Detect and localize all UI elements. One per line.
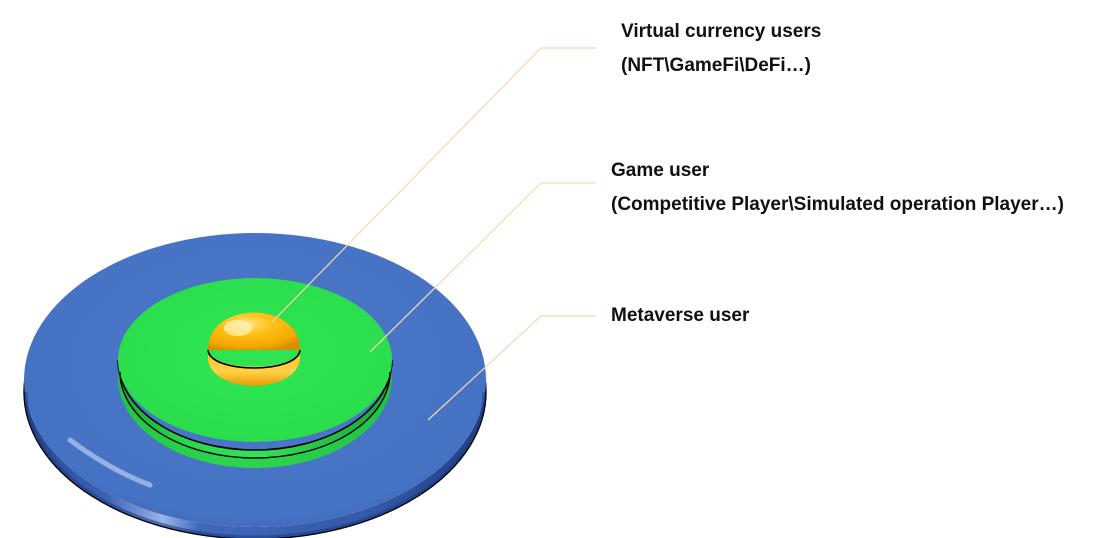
game-disc-side	[118, 360, 392, 468]
virtual-currency-users-label: Virtual currency users (NFT\GameFi\DeFi……	[621, 15, 821, 83]
virtual-currency-users-examples: (NFT\GameFi\DeFi…)	[621, 55, 812, 76]
game-leader-line	[369, 182, 596, 353]
game-user-title: Game user	[611, 160, 710, 181]
game-disc-top	[118, 278, 392, 442]
game-user-examples: (Competitive Player\Simulated operation …	[611, 194, 1064, 215]
metaverse-user-label: Metaverse user	[611, 299, 749, 333]
metaverse-disc-rim-highlight	[67, 437, 153, 488]
virtual-leader-line	[271, 47, 596, 323]
leader-lines	[271, 47, 596, 421]
virtual-dome-highlight	[224, 320, 252, 336]
metaverse-leader-line	[427, 315, 596, 421]
virtual-dome-seam	[207, 349, 301, 369]
virtual-currency-dome	[207, 312, 301, 386]
metaverse-disc-rim-shade	[24, 391, 486, 538]
game-disc-seam	[117, 359, 393, 451]
game-user-disc	[117, 278, 393, 468]
game-disc-seam-lower	[119, 371, 391, 459]
game-user-label: Game user (Competitive Player\Simulated …	[611, 154, 1064, 222]
metaverse-user-title: Metaverse user	[611, 305, 750, 326]
virtual-currency-users-title: Virtual currency users	[621, 21, 822, 42]
